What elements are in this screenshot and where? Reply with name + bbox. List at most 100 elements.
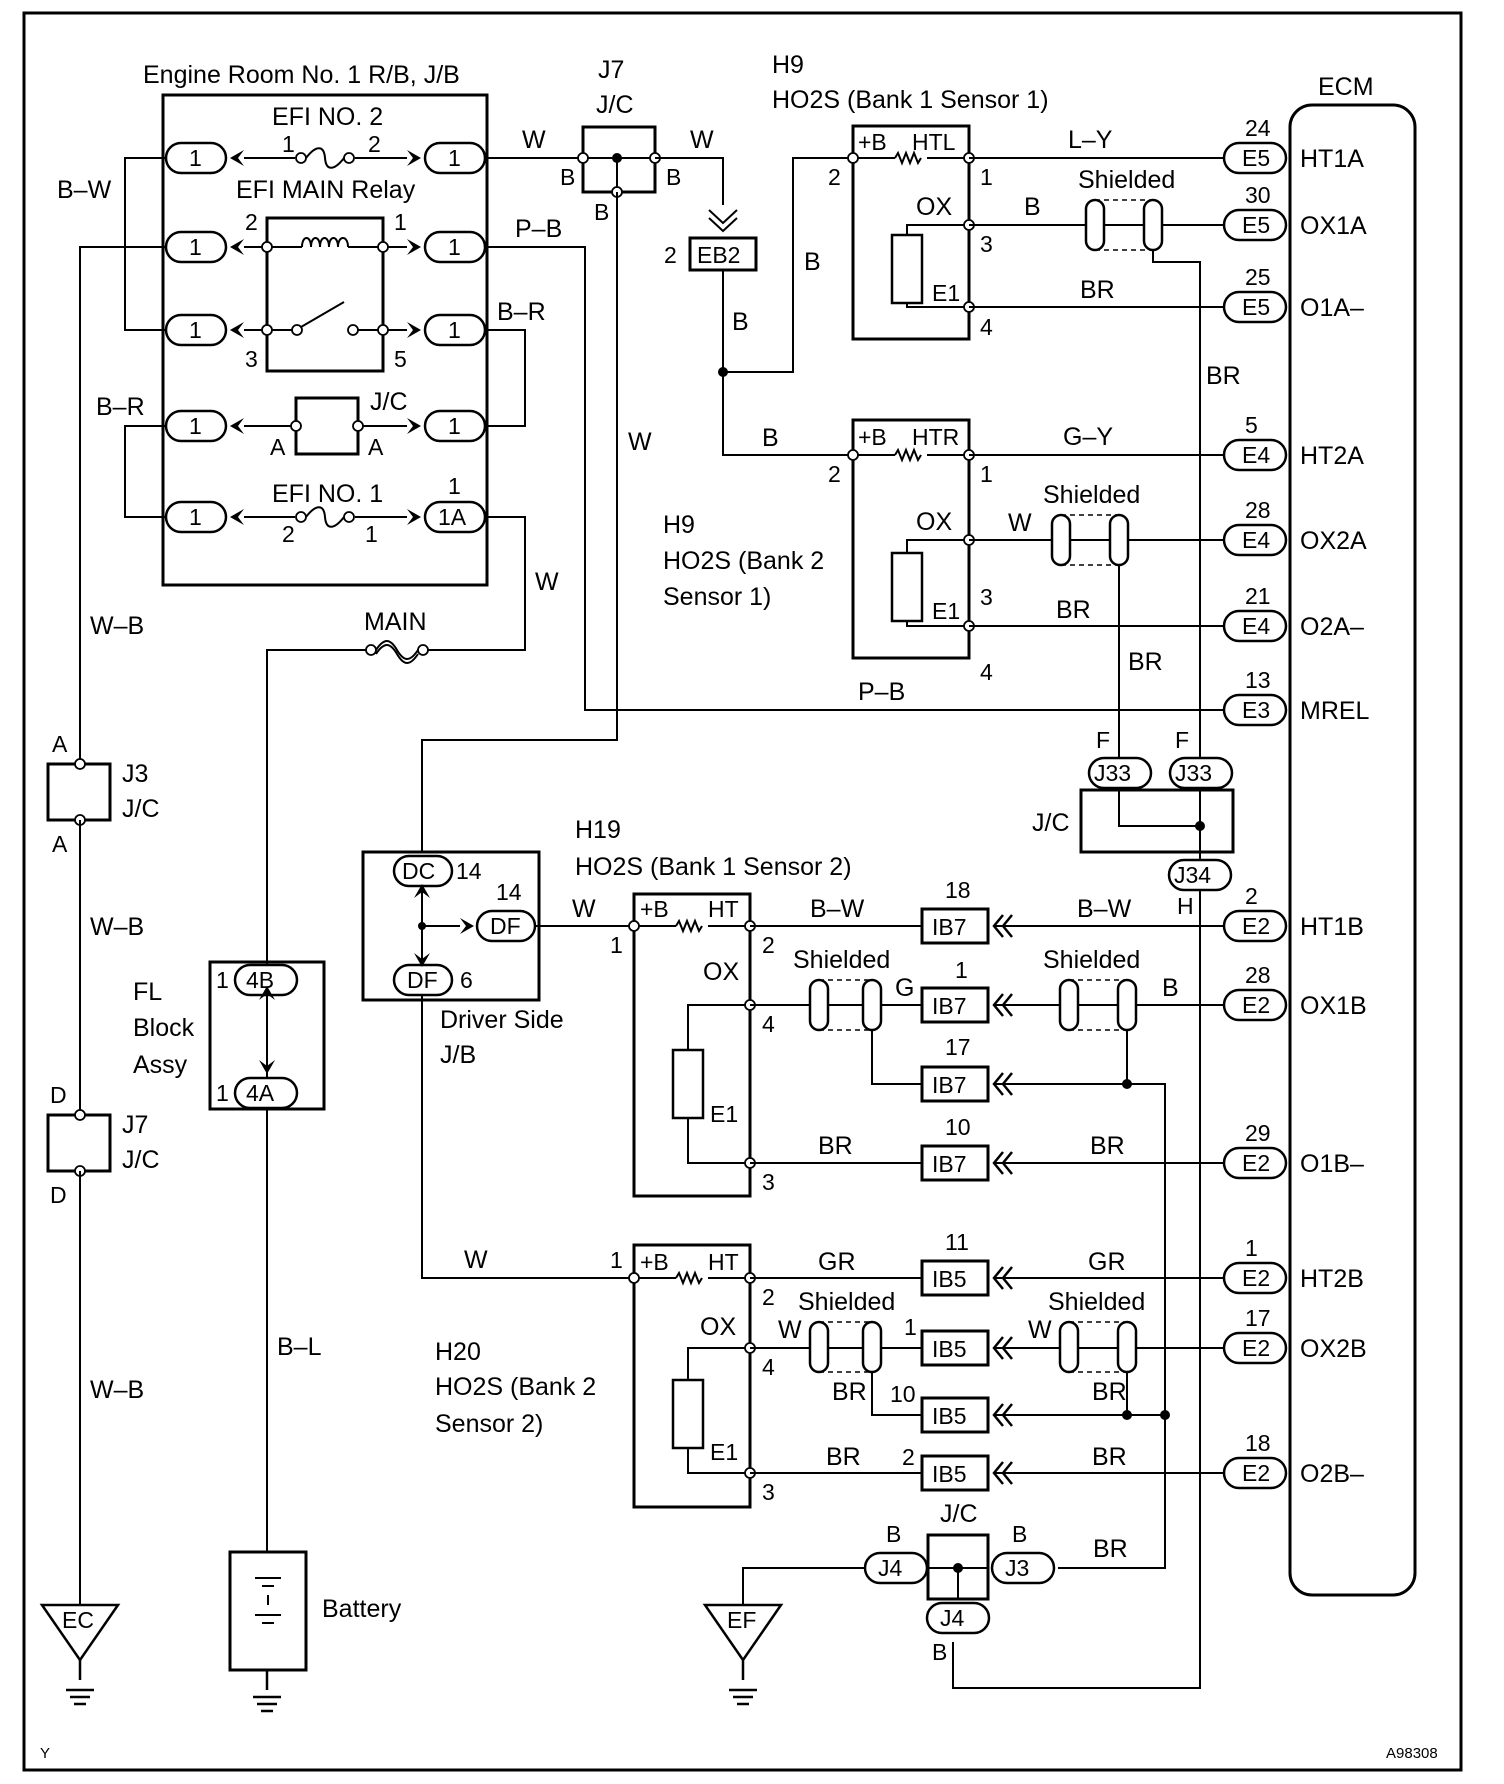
h19-p1: 1	[610, 932, 623, 958]
ecm-pin-num: 30	[1245, 182, 1271, 208]
rb-jc-box	[294, 396, 360, 456]
driver-jb-dc-num: 14	[456, 858, 482, 884]
ecm-pin-num: 13	[1245, 667, 1271, 693]
ecm-pin-name: OX2B	[1300, 1335, 1367, 1363]
wire-gy: G–Y	[1063, 423, 1113, 451]
rb-pin-l4: 1	[189, 413, 202, 439]
relay-pin1: 1	[394, 209, 407, 235]
eb2-num: 2	[664, 242, 677, 268]
ecm-pin-name: HT1A	[1300, 145, 1364, 173]
ecm-pin-name: MREL	[1300, 697, 1370, 725]
h20-p3: 3	[762, 1479, 775, 1505]
rb-pin-l1: 1	[189, 145, 202, 171]
wire-pb-mrel: P–B	[858, 678, 905, 706]
ef-ground-label: EF	[727, 1607, 756, 1633]
ib5-connector: IB5	[920, 1259, 1014, 1297]
j33-f-right: F	[1175, 727, 1189, 753]
j7-top-id: J7	[598, 56, 624, 84]
ecm-pin-conn: E2	[1242, 1460, 1270, 1486]
h20-element-icon	[671, 1378, 705, 1450]
ecm-pin-name: HT2A	[1300, 442, 1364, 470]
wire-pb-top: P–B	[515, 215, 562, 243]
wire-w-h19: W	[572, 895, 596, 923]
h20-name1: HO2S (Bank 2	[435, 1373, 596, 1401]
ecm-pin-conn: E4	[1242, 442, 1270, 468]
ib7-label: IB7	[932, 993, 967, 1019]
ecm-pin-name: O2B–	[1300, 1460, 1364, 1488]
rb-pin-l3: 1	[189, 317, 202, 343]
h20-heater-icon	[675, 1270, 703, 1286]
h9-1-pb: +B	[858, 129, 887, 155]
efi1-pin1: 1	[365, 521, 378, 547]
h20-ht: HT	[708, 1249, 739, 1275]
driver-jb-dc: DC	[402, 858, 435, 884]
ecm-pin-num: 1	[1245, 1235, 1258, 1261]
relay-coil-icon	[301, 237, 349, 248]
h19-sensor	[632, 892, 752, 1198]
h19-ox: OX	[703, 958, 739, 986]
ecm-pin-conn: E5	[1242, 145, 1270, 171]
fl-block-4b: 4B	[246, 967, 274, 993]
h19-heater-icon	[675, 918, 703, 934]
ib7-label: IB7	[932, 1072, 967, 1098]
h9-2-p4: 4	[980, 659, 993, 685]
h20-e1: E1	[710, 1439, 738, 1465]
rb-pin-r2: 1	[448, 234, 461, 260]
ecm-pin-conn: E4	[1242, 527, 1270, 553]
wire-b-ox1a: B	[1024, 193, 1041, 221]
wire-w-h20-ox: W	[778, 1316, 802, 1344]
efi-main-relay	[265, 216, 385, 373]
wire-ly: L–Y	[1068, 126, 1113, 154]
wire-gr-ib5: GR	[1088, 1248, 1126, 1276]
frame	[22, 11, 1463, 1772]
rb-pin-r3: 1	[448, 317, 461, 343]
ecm-pin-conn: E2	[1242, 1150, 1270, 1176]
driver-jb-df2-num: 6	[460, 967, 473, 993]
h20-name2: Sensor 2)	[435, 1410, 543, 1438]
ecm-pin-conn: E2	[1242, 913, 1270, 939]
ec-ground-label: EC	[62, 1607, 94, 1633]
j7-pin-d-bottom: D	[50, 1182, 67, 1208]
j33-left: J33	[1094, 760, 1131, 786]
driver-jb-df: DF	[490, 913, 521, 939]
shield-label-h20: Shielded	[798, 1288, 895, 1316]
h19-p2: 2	[762, 932, 775, 958]
h9-2-ox: OX	[916, 508, 952, 536]
ecm-pin-conn: E2	[1242, 1265, 1270, 1291]
battery-ground-icon	[253, 1670, 281, 1713]
h9-1-ht: HTL	[912, 129, 956, 155]
h19-pb: +B	[640, 896, 669, 922]
ecm-pin-num: 2	[1245, 883, 1258, 909]
ib5-n2: 2	[902, 1444, 915, 1470]
relay-switch-icon	[300, 301, 345, 328]
ib7-connector: IB7	[920, 907, 1014, 945]
efi2-label: EFI NO. 2	[272, 103, 383, 131]
ground-jc-j4-left: J4	[878, 1555, 903, 1581]
wire-b-eb2: B	[732, 308, 749, 336]
wire-br-label-right: B–R	[497, 298, 546, 326]
ib5-label: IB5	[932, 1266, 967, 1292]
wire-wb-2: W–B	[90, 913, 144, 941]
j7-top-type: J/C	[596, 91, 634, 119]
wire-br-o2a: BR	[1056, 596, 1091, 624]
ecm-pin-name: HT2B	[1300, 1265, 1364, 1293]
driver-jb-name2: J/B	[440, 1041, 476, 1069]
ecm-pin-name: OX2A	[1300, 527, 1367, 555]
ground-jc-j4-bottom: J4	[940, 1605, 965, 1631]
efi2-pin1: 1	[282, 131, 295, 157]
shield-label-ib7: Shielded	[1043, 946, 1140, 974]
h19-element-icon	[671, 1048, 705, 1120]
ib7-n1: 1	[955, 957, 968, 983]
driver-jb-df-num: 14	[496, 879, 522, 905]
ecm-pin-conn: E2	[1242, 1335, 1270, 1361]
ecm-pin-num: 24	[1245, 115, 1271, 141]
h9-2-heater-icon	[894, 447, 922, 463]
efi1-label: EFI NO. 1	[272, 480, 383, 508]
h20-p2: 2	[762, 1284, 775, 1310]
wire-b-ib7: B	[1162, 974, 1179, 1002]
ib5-connector: IB5	[920, 1396, 1014, 1434]
